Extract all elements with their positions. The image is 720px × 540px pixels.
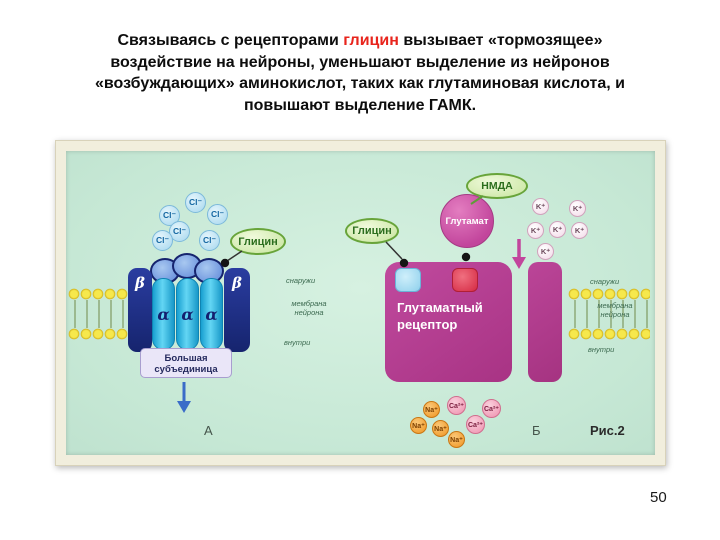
membrane-label-outside-left: снаружи <box>286 276 316 285</box>
membrane-label-inside-right: внутри <box>588 345 615 354</box>
nmda-pointer-line <box>470 195 484 205</box>
calcium-ion: Ca²⁺ <box>482 399 501 418</box>
title-highlight-glycine: глицин <box>343 32 399 49</box>
glutamate-bond-dot <box>461 252 471 262</box>
slide-title: Связываясь с рецепторами глицин вызывает… <box>80 30 640 116</box>
chloride-ion: Cl⁻ <box>185 192 206 213</box>
connector-overlay <box>177 195 526 413</box>
glycine-ligand-left: Глицин <box>230 228 286 255</box>
lipid-tails <box>70 300 126 328</box>
title-text-after: вызывает «тормозящее» воздействие на ней… <box>95 32 625 114</box>
glutamate-binding-site <box>452 268 478 292</box>
lipid-heads-row <box>68 288 128 300</box>
lipid-heads-row <box>568 328 650 340</box>
membrane-left <box>68 288 128 340</box>
title-text-before: Связываясь с рецепторами <box>117 32 344 49</box>
sodium-ion: Na⁺ <box>423 401 440 418</box>
potassium-ion: K⁺ <box>571 222 588 239</box>
large-subunit-label: Большая субъединица <box>140 348 232 378</box>
figure-caption: Рис.2 <box>590 423 625 438</box>
potassium-ion: K⁺ <box>549 221 566 238</box>
chloride-flow-arrow-head <box>177 401 191 413</box>
figure-canvas: Cl⁻ Cl⁻ Cl⁻ Cl⁻ Cl⁻ Cl⁻ Глицин β β α α α… <box>66 151 655 455</box>
beta-subunit-right: β <box>224 268 250 352</box>
sodium-ion: Na⁺ <box>410 417 427 434</box>
membrane-label-outside-right: снаружи <box>590 277 620 286</box>
calcium-ion: Ca²⁺ <box>466 415 485 434</box>
glutamate-receptor-column <box>528 262 562 382</box>
chloride-ion: Cl⁻ <box>207 204 228 225</box>
chloride-ion: Cl⁻ <box>169 221 190 242</box>
chloride-ion: Cl⁻ <box>152 230 173 251</box>
membrane-label-name-right: мембрана нейрона <box>597 301 633 319</box>
figure-frame: Cl⁻ Cl⁻ Cl⁻ Cl⁻ Cl⁻ Cl⁻ Глицин β β α α α… <box>55 140 666 466</box>
panel-a-label: А <box>204 423 213 438</box>
alpha-subunit: α <box>200 278 223 350</box>
panel-b-label: Б <box>532 423 541 438</box>
glycine-binding-site <box>395 268 421 292</box>
alpha-subunit: α <box>176 278 199 350</box>
glycine-right-bond-dot <box>399 258 409 268</box>
pore-flow-arrow-head <box>512 257 526 269</box>
chloride-ion: Cl⁻ <box>199 230 220 251</box>
glycine-left-bond-dot <box>220 258 230 268</box>
membrane-label-name-left: мембрана нейрона <box>291 299 327 317</box>
lipid-tails <box>570 300 648 328</box>
nmda-label: НМДА <box>466 173 528 199</box>
glycine-left-stem <box>226 250 243 262</box>
potassium-ion: K⁺ <box>569 200 586 217</box>
glycine-ligand-right: Глицин <box>345 218 399 244</box>
potassium-ion: K⁺ <box>527 222 544 239</box>
potassium-ion: K⁺ <box>532 198 549 215</box>
sodium-ion: Na⁺ <box>448 431 465 448</box>
page-number: 50 <box>650 489 667 506</box>
glutamate-receptor-label: Глутаматный рецептор <box>397 300 483 332</box>
lipid-heads-row <box>568 288 650 300</box>
membrane-label-inside-left: внутри <box>284 338 311 347</box>
glycine-right-stem <box>385 241 403 260</box>
sodium-ion: Na⁺ <box>432 420 449 437</box>
beta-subunit-left: β <box>128 268 152 352</box>
calcium-ion: Ca²⁺ <box>447 396 466 415</box>
glutamate-ligand: Глутамат <box>440 194 494 248</box>
potassium-ion: K⁺ <box>537 243 554 260</box>
lipid-heads-row <box>68 328 128 340</box>
membrane-right <box>568 288 650 340</box>
